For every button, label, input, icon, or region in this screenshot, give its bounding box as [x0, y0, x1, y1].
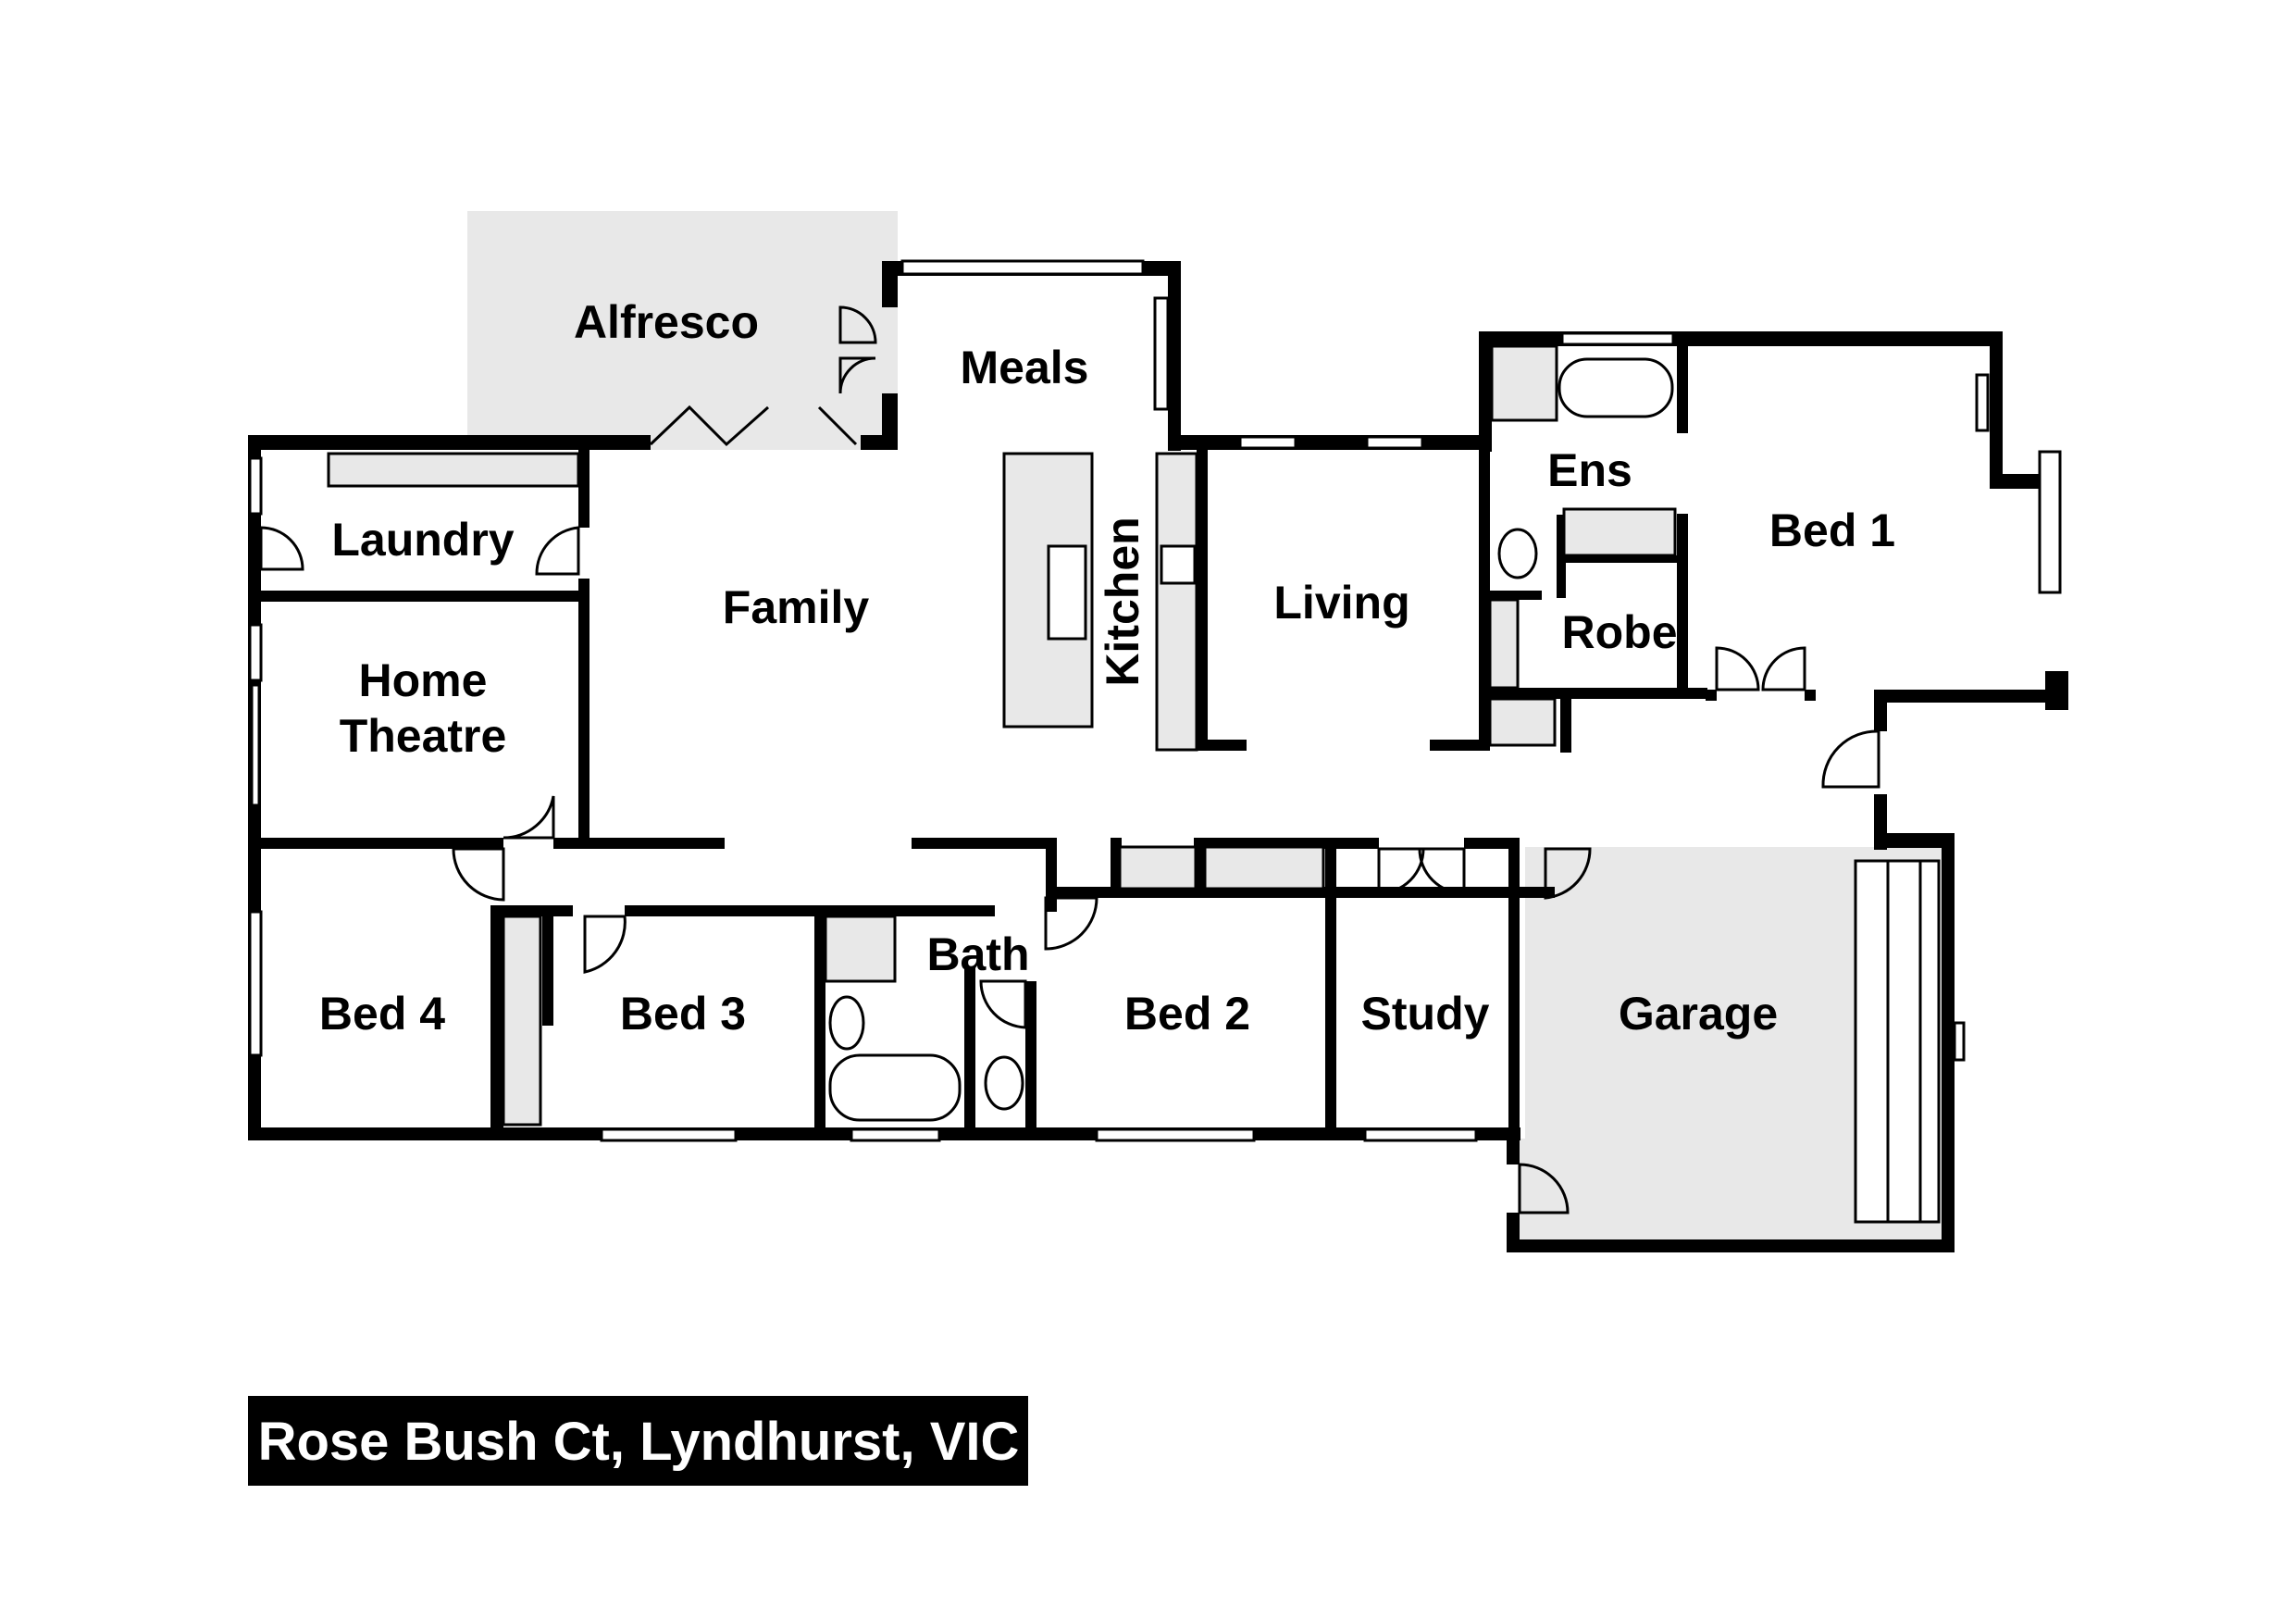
label-bed1: Bed 1 [1769, 504, 1895, 556]
fixtures [327, 344, 1966, 1224]
garage-door [1854, 859, 1941, 1224]
caption-text: Rose Bush Ct, Lyndhurst, VIC [258, 1412, 1020, 1472]
caption-box [248, 1396, 1028, 1486]
laundry-bench [327, 452, 580, 488]
label-bed4: Bed 4 [319, 988, 445, 1040]
bed3-robe [502, 915, 542, 1127]
label-laundry: Laundry [331, 514, 514, 566]
shaded-areas [467, 211, 1955, 1252]
bed2-robe-2 [1203, 845, 1325, 890]
label-alfresco: Alfresco [574, 296, 759, 348]
ensuite-vanity [1562, 507, 1677, 557]
label-kitchen: Kitchen [1097, 517, 1148, 686]
label-bed2: Bed 2 [1124, 988, 1250, 1040]
kitchen-bench [1155, 452, 1198, 752]
bath-tub [828, 1053, 962, 1122]
label-meals: Meals [961, 342, 1089, 393]
label-home-theatre-line2: Theatre [340, 710, 507, 762]
label-bath: Bath [926, 928, 1029, 980]
windows [248, 259, 2062, 1142]
address-caption: Rose Bush Ct, Lyndhurst, VIC [248, 1396, 1028, 1486]
linen-cupboard [1488, 697, 1557, 747]
label-bed3: Bed 3 [620, 988, 746, 1040]
bath-shower [824, 915, 897, 983]
cooktop [1160, 544, 1197, 585]
doors [259, 305, 1880, 1214]
garage-floor [1518, 847, 1955, 1252]
label-living: Living [1273, 577, 1409, 629]
robe-shelf [1488, 598, 1520, 690]
label-home-theatre-line1: Home [359, 654, 488, 706]
label-robe: Robe [1562, 606, 1678, 658]
room-labels: Alfresco Meals Family Kitchen Living Ens… [319, 296, 1895, 1040]
kitchen-sink [1047, 544, 1087, 641]
label-family: Family [723, 581, 870, 633]
label-garage: Garage [1619, 988, 1778, 1040]
bed2-robe [1118, 845, 1198, 890]
garage-door-handle [1953, 1021, 1966, 1062]
bath-basin [828, 995, 865, 1051]
wc-toilet [984, 1055, 1024, 1111]
ensuite-shower [1490, 344, 1558, 422]
alfresco-area [467, 211, 898, 450]
label-ens: Ens [1547, 444, 1632, 496]
ensuite-bath [1558, 357, 1674, 418]
ensuite-toilet [1497, 528, 1538, 579]
label-study: Study [1361, 988, 1490, 1040]
